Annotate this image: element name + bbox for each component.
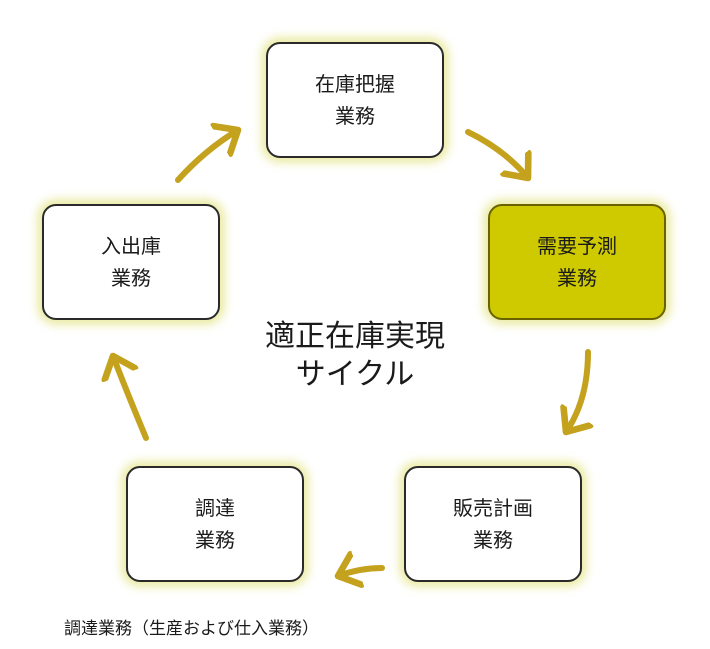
node-juyo-yosoku: 需要予測 業務 bbox=[488, 204, 666, 320]
node-juyo-yosoku-title: 需要予測 bbox=[537, 234, 617, 258]
node-hanbai-keikaku-subtitle: 業務 bbox=[473, 528, 513, 552]
arrow-chotatsu-to-nyushuko bbox=[113, 356, 149, 441]
node-hanbai-keikaku: 販売計画 業務 bbox=[404, 466, 582, 582]
node-chotatsu-subtitle: 業務 bbox=[195, 528, 235, 552]
node-nyushuko-title: 入出庫 bbox=[101, 234, 161, 258]
arrow-nyushuko-to-zaiko bbox=[175, 130, 238, 183]
arrow-hanbai-to-chotatsu bbox=[338, 568, 385, 576]
node-hanbai-keikaku-title: 販売計画 bbox=[453, 496, 533, 520]
node-zaiko-haaku-title: 在庫把握 bbox=[315, 72, 395, 96]
node-nyushuko: 入出庫 業務 bbox=[42, 204, 220, 320]
cycle-title-line1: 適正在庫実現 bbox=[265, 319, 445, 354]
node-zaiko-haaku: 在庫把握 業務 bbox=[266, 42, 444, 158]
arrow-zaiko-to-juyo bbox=[465, 129, 528, 178]
cycle-title: 適正在庫実現 サイクル bbox=[200, 318, 510, 394]
node-juyo-yosoku-subtitle: 業務 bbox=[557, 266, 597, 290]
node-zaiko-haaku-subtitle: 業務 bbox=[335, 104, 375, 128]
node-chotatsu-title: 調達 bbox=[195, 496, 235, 520]
arrow-juyo-to-hanbai bbox=[566, 349, 588, 432]
cycle-title-line2: サイクル bbox=[295, 357, 415, 392]
footnote: 調達業務（生産および仕入業務） bbox=[64, 619, 319, 639]
node-nyushuko-subtitle: 業務 bbox=[111, 266, 151, 290]
node-chotatsu: 調達 業務 bbox=[126, 466, 304, 582]
